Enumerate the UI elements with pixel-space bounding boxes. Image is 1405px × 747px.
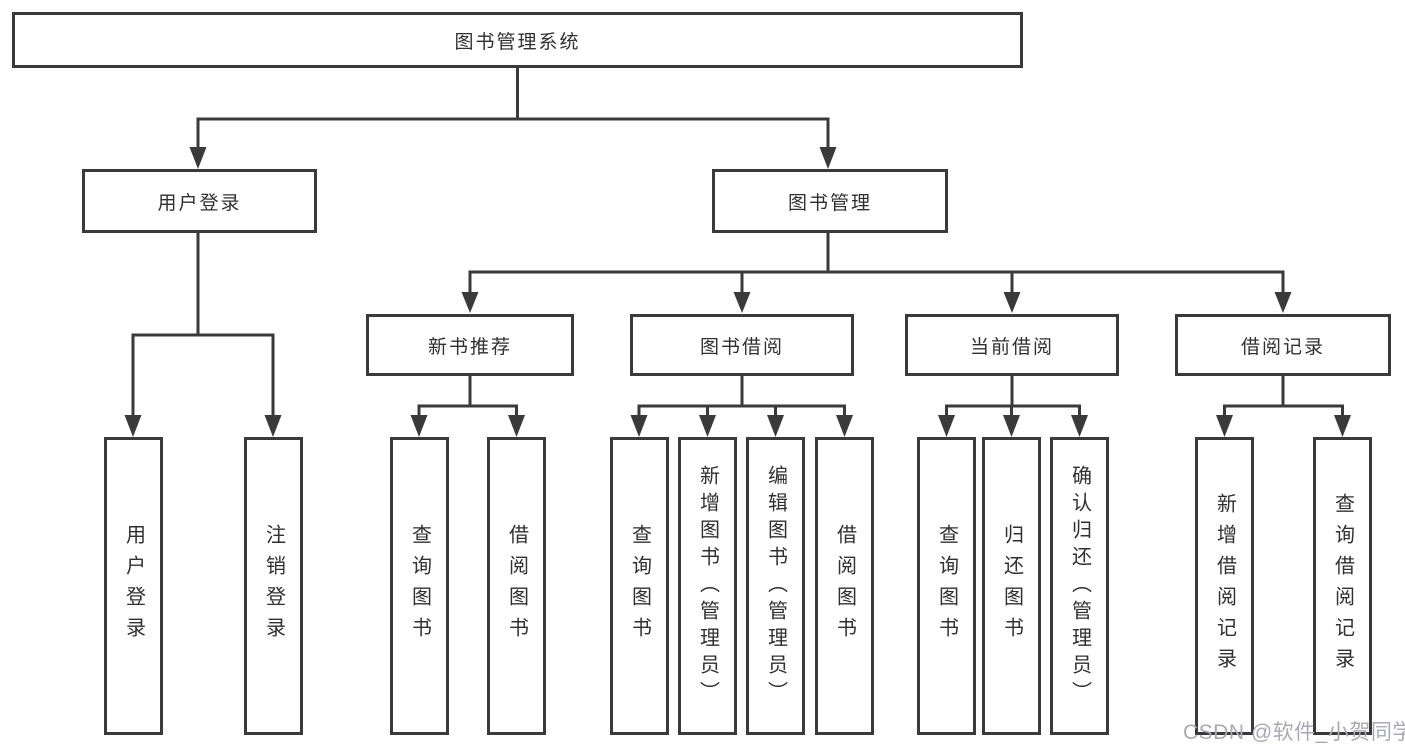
leaf-add-book-admin: 新增图书（管理员） xyxy=(678,437,737,735)
leaf-add-borrow-record: 新增借阅记录 xyxy=(1195,437,1254,735)
node-current-borrow: 当前借阅 xyxy=(905,314,1119,376)
leaf-borrow-books: 借阅图书 xyxy=(815,437,874,735)
leaf-return-books: 归还图书 xyxy=(982,437,1041,735)
node-borrow-record: 借阅记录 xyxy=(1175,314,1391,376)
leaf-add-book-admin-label: 新增图书（管理员） xyxy=(696,464,719,708)
leaf-user-login: 用户登录 xyxy=(104,437,163,735)
leaf-borrow-books-recommend-label: 借阅图书 xyxy=(505,524,528,648)
node-library-system: 图书管理系统 xyxy=(12,12,1023,68)
leaf-query-books-current-label: 查询图书 xyxy=(935,524,958,648)
leaf-edit-book-admin-label: 编辑图书（管理员） xyxy=(764,464,787,708)
leaf-query-books-current: 查询图书 xyxy=(917,437,976,735)
node-book-management: 图书管理 xyxy=(712,169,948,233)
leaf-confirm-return-admin: 确认归还（管理员） xyxy=(1050,437,1109,735)
leaf-user-login-label: 用户登录 xyxy=(122,524,145,648)
leaf-return-books-label: 归还图书 xyxy=(1000,524,1023,648)
node-book-borrow: 图书借阅 xyxy=(630,314,854,376)
leaf-query-borrow-record-label: 查询借阅记录 xyxy=(1331,493,1354,679)
leaf-edit-book-admin: 编辑图书（管理员） xyxy=(746,437,805,735)
csdn-watermark: CSDN @软件_小贺同学 xyxy=(1183,721,1405,744)
leaf-query-books-recommend-label: 查询图书 xyxy=(408,524,431,648)
leaf-logout-label: 注销登录 xyxy=(262,524,285,648)
node-new-book-recommend: 新书推荐 xyxy=(366,314,574,376)
leaf-query-borrow-record: 查询借阅记录 xyxy=(1313,437,1372,735)
leaf-borrow-books-recommend: 借阅图书 xyxy=(487,437,546,735)
leaf-query-books-recommend: 查询图书 xyxy=(390,437,449,735)
node-user-login: 用户登录 xyxy=(82,169,317,233)
leaf-borrow-books-label: 借阅图书 xyxy=(833,524,856,648)
leaf-query-books-borrow: 查询图书 xyxy=(610,437,669,735)
leaf-query-books-borrow-label: 查询图书 xyxy=(628,524,651,648)
leaf-add-borrow-record-label: 新增借阅记录 xyxy=(1213,493,1236,679)
leaf-confirm-return-admin-label: 确认归还（管理员） xyxy=(1068,464,1091,708)
leaf-logout: 注销登录 xyxy=(244,437,303,735)
